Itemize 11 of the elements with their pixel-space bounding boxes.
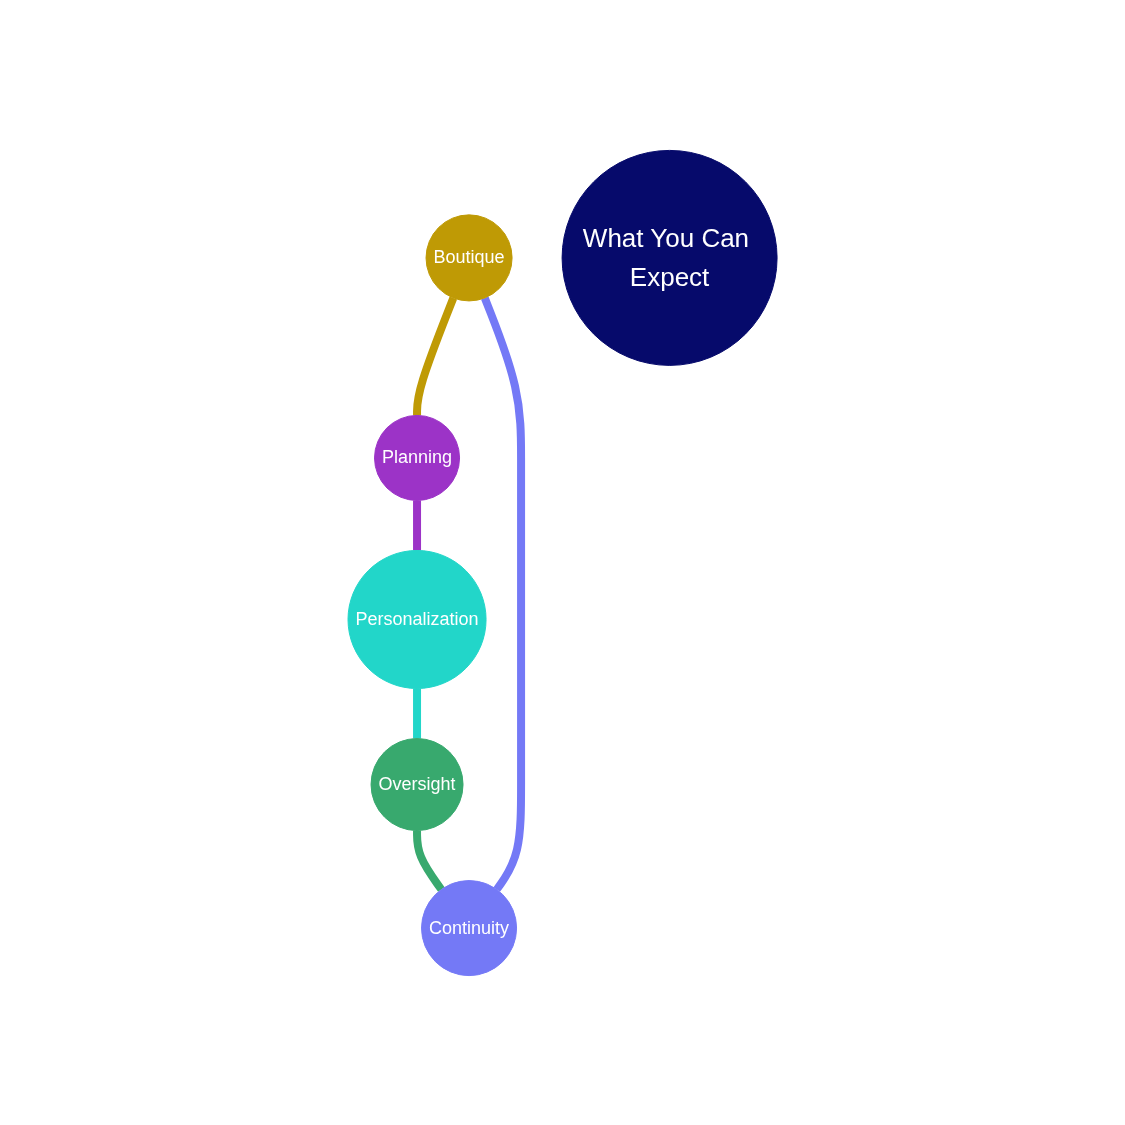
node-circle: Continuity bbox=[421, 879, 518, 976]
connector bbox=[413, 296, 457, 415]
connector bbox=[481, 296, 526, 892]
connector bbox=[413, 499, 421, 550]
node-circle: Boutique bbox=[425, 213, 513, 301]
connector bbox=[413, 830, 445, 892]
node-circle: Planning bbox=[373, 414, 460, 501]
node-circle: Oversight bbox=[370, 737, 464, 831]
node-circle: What You Can Expect bbox=[561, 149, 778, 366]
node-circle: Personalization bbox=[347, 549, 487, 689]
connector bbox=[413, 688, 421, 739]
